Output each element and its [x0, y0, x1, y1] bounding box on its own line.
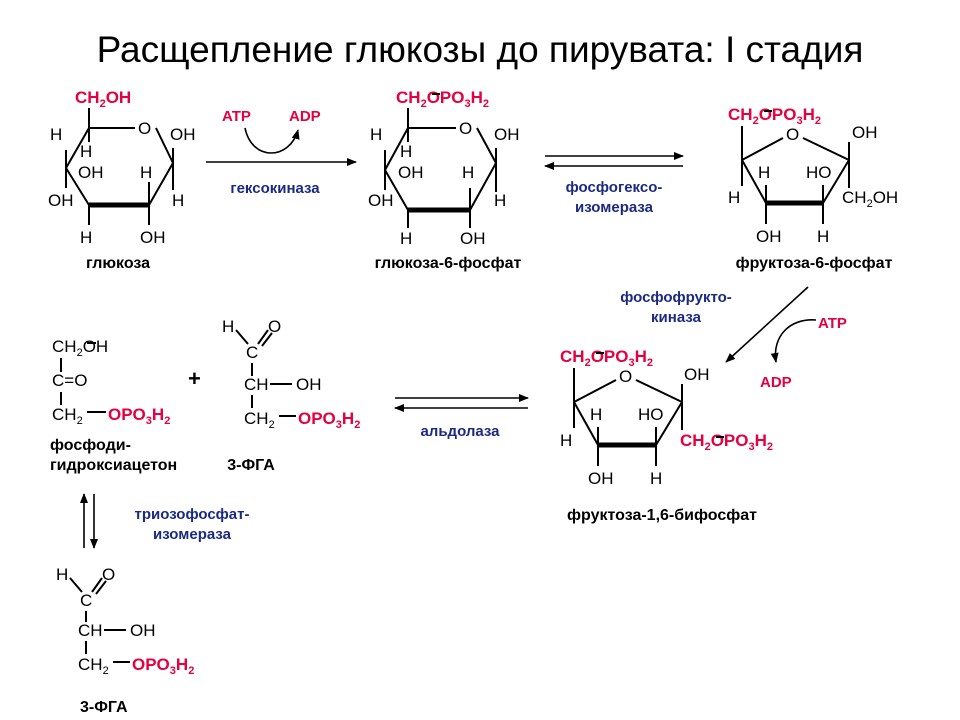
caption-f16bp: фруктоза-1,6-бифосфат: [567, 507, 757, 524]
ga3p-o: O: [102, 565, 115, 584]
dhap-structure: CH2OH C=O CH2 OPO3H2 фосфоди- гидроксиац…: [50, 337, 177, 474]
g6p-h: H: [400, 229, 412, 248]
caption-dhap-line2: гидроксиацетон: [50, 457, 177, 474]
enzyme-phi-line2: изомераза: [575, 199, 654, 216]
glucose-structure: CH2OH O OH H H OH H OH H H OH глюкоза: [48, 88, 196, 272]
caption-g6p: глюкоза-6-фосфат: [375, 255, 522, 272]
glucose-h: H: [80, 228, 92, 247]
f6p-structure: CH2OPO3H2 O OH H HO H CH2OH OH H фруктоз…: [728, 105, 898, 272]
f16bp-ho: HO: [638, 405, 664, 424]
f16bp-h: H: [650, 469, 662, 488]
f6p-h: H: [728, 188, 740, 207]
enzyme-pfk-line1: фосфофрукто-: [620, 289, 732, 306]
g6p-h: H: [400, 142, 412, 161]
ga3p-ch: CH: [244, 375, 269, 394]
g6p-structure: CH2OPO3H2 O OH H H OH H OH H H OH глюкоз…: [368, 88, 521, 272]
g6p-h: H: [370, 125, 382, 144]
glucose-oh: OH: [78, 163, 104, 182]
pfk-step: фосфофрукто- киназа ATP ADP: [620, 286, 847, 391]
atp-label-2: ATP: [818, 315, 847, 332]
caption-ga3p-bottom: 3-ФГА: [80, 699, 128, 716]
ga3p-h: H: [222, 317, 234, 336]
ga3p-oh: OH: [296, 375, 322, 394]
caption-ga3p-top: 3-ФГА: [227, 457, 275, 474]
plus-sign: +: [188, 366, 201, 391]
ga3p-ch2: CH2: [78, 655, 109, 677]
f6p-h: H: [758, 163, 770, 182]
f6p-oh: OH: [852, 123, 878, 142]
caption-glucose: глюкоза: [86, 255, 150, 272]
f6p-h: H: [817, 227, 829, 246]
ga3p-o: O: [268, 317, 281, 336]
aldolase-step: альдолаза: [394, 394, 529, 440]
glucose-oh: OH: [48, 191, 74, 210]
caption-f6p: фруктоза-6-фосфат: [736, 255, 893, 272]
dhap-ch2oh: CH2OH: [52, 337, 108, 359]
enzyme-phi-line1: фосфогексо-: [566, 179, 663, 196]
ga3p-structure-bottom: H O C CH OH CH2 OPO3H2 3-ФГА: [56, 565, 194, 716]
g6p-oh: OH: [368, 191, 394, 210]
phi-step: фосфогексо- изомераза: [544, 152, 684, 216]
enzyme-tpi-line2: изомераза: [153, 526, 232, 543]
page-title: Расщепление глюкозы до пирувата: I стади…: [97, 29, 864, 70]
glucose-h: H: [50, 125, 62, 144]
adp-label: ADP: [289, 108, 321, 125]
caption-dhap-line1: фосфоди-: [50, 437, 131, 454]
ga3p-opo3h2: OPO3H2: [298, 409, 360, 431]
ga3p-oh: OH: [130, 621, 156, 640]
dhap-ch2: CH2: [52, 405, 83, 427]
g6p-h: H: [462, 163, 474, 182]
g6p-oh: OH: [398, 163, 424, 182]
f6p-oh: OH: [756, 227, 782, 246]
glucose-h: H: [172, 191, 184, 210]
f6p-ch2opo3h2: CH2OPO3H2: [728, 105, 821, 127]
f16bp-ch2opo3h2-bottom: CH2OPO3H2: [680, 431, 773, 453]
hexokinase-step: ATP ADP гексокиназа: [206, 108, 357, 197]
adp-label-2: ADP: [760, 374, 792, 391]
ga3p-c: C: [246, 343, 258, 362]
glucose-h: H: [80, 142, 92, 161]
enzyme-aldolase: альдолаза: [420, 423, 500, 440]
glucose-ring-o: O: [138, 119, 151, 138]
g6p-ch2opo3h2: CH2OPO3H2: [396, 88, 489, 110]
ga3p-ch2: CH2: [244, 409, 275, 431]
dhap-c-eq-o: C=O: [52, 371, 87, 390]
f6p-ch2oh: CH2OH: [842, 188, 898, 210]
atp-label: ATP: [222, 108, 251, 125]
tpi-step: триозофосфат- изомераза: [80, 493, 250, 549]
enzyme-pfk-line2: киназа: [651, 309, 702, 326]
g6p-oh: OH: [494, 125, 520, 144]
enzyme-hexokinase: гексокиназа: [230, 180, 320, 197]
f16bp-h: H: [590, 405, 602, 424]
g6p-oh: OH: [460, 229, 486, 248]
ga3p-c: C: [80, 591, 92, 610]
f16bp-oh: OH: [684, 365, 710, 384]
f16bp-oh: OH: [588, 469, 614, 488]
f16bp-ch2opo3h2-top: CH2OPO3H2: [560, 347, 653, 369]
f16bp-structure: CH2OPO3H2 O OH H HO H CH2OPO3H2 OH H фру…: [560, 347, 773, 524]
f16bp-ring-o: O: [619, 367, 632, 386]
f6p-ho: HO: [806, 163, 832, 182]
ga3p-ch: CH: [78, 621, 103, 640]
g6p-ring-o: O: [459, 119, 472, 138]
g6p-h: H: [494, 191, 506, 210]
glucose-h: H: [140, 163, 152, 182]
f6p-ring-o: O: [786, 125, 799, 144]
ga3p-opo3h2: OPO3H2: [132, 655, 194, 677]
enzyme-tpi-line1: триозофосфат-: [135, 506, 250, 523]
ga3p-h: H: [56, 565, 68, 584]
f16bp-h: H: [560, 431, 572, 450]
glucose-oh: OH: [170, 125, 196, 144]
dhap-opo3h2: OPO3H2: [108, 405, 170, 427]
ga3p-structure-top: H O C CH OH CH2 OPO3H2 3-ФГА: [222, 317, 360, 474]
glucose-oh: OH: [140, 228, 166, 247]
glucose-ch2oh: CH2OH: [75, 88, 131, 110]
